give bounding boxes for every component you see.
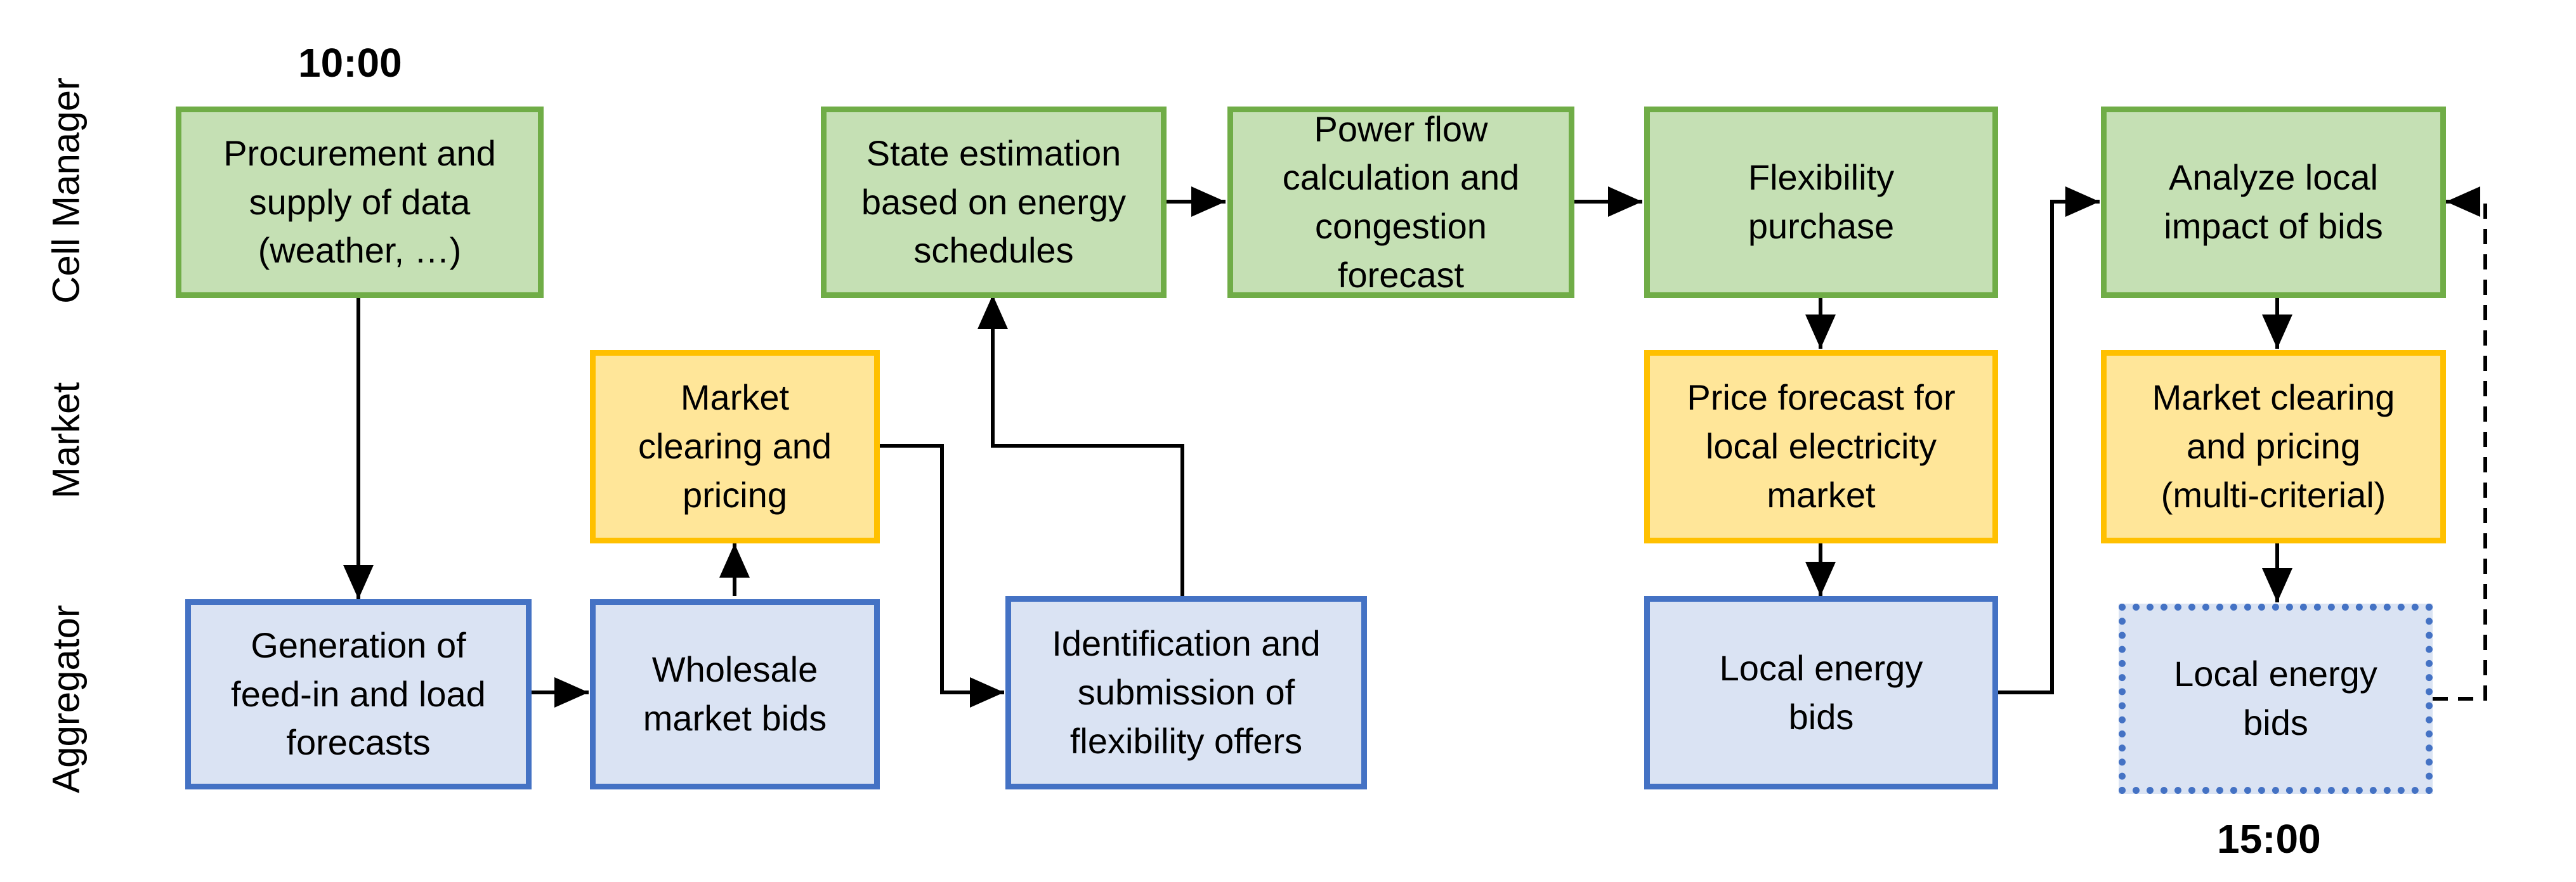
arrow-local-bids-feedback — [2433, 186, 2487, 701]
lane-label-market: Market — [44, 382, 88, 499]
end-time: 15:00 — [2217, 816, 2321, 862]
box-power-flow: Power flow calculation and congestion fo… — [1227, 107, 1574, 298]
arrow-market-clearing-to-identification — [880, 444, 1004, 708]
box-local-bids-1: Local energy bids — [1644, 596, 1998, 789]
lane-label-aggregator: Aggregator — [44, 605, 88, 793]
box-generation: Generation of feed-in and load forecasts — [185, 599, 532, 789]
box-flexibility-purchase: Flexibility purchase — [1644, 107, 1998, 298]
box-analyze-impact: Analyze local impact of bids — [2101, 107, 2446, 298]
box-market-clearing-2: Market clearing and pricing (multi-crite… — [2101, 350, 2446, 543]
box-wholesale-bids: Wholesale market bids — [590, 599, 880, 789]
arrow-local-bids-to-analyze — [1998, 186, 2100, 694]
box-state-estimation: State estimation based on energy schedul… — [821, 107, 1167, 298]
box-market-clearing-1: Market clearing and pricing — [590, 350, 880, 543]
box-identification: Identification and submission of flexibi… — [1005, 596, 1367, 789]
arrow-identification-to-state-estimation — [977, 295, 1184, 596]
box-local-bids-2: Local energy bids — [2119, 604, 2433, 794]
start-time: 10:00 — [298, 40, 402, 86]
box-procurement: Procurement and supply of data (weather,… — [176, 107, 544, 298]
box-price-forecast: Price forecast for local electricity mar… — [1644, 350, 1998, 543]
lane-label-cell-manager: Cell Manager — [44, 77, 88, 304]
